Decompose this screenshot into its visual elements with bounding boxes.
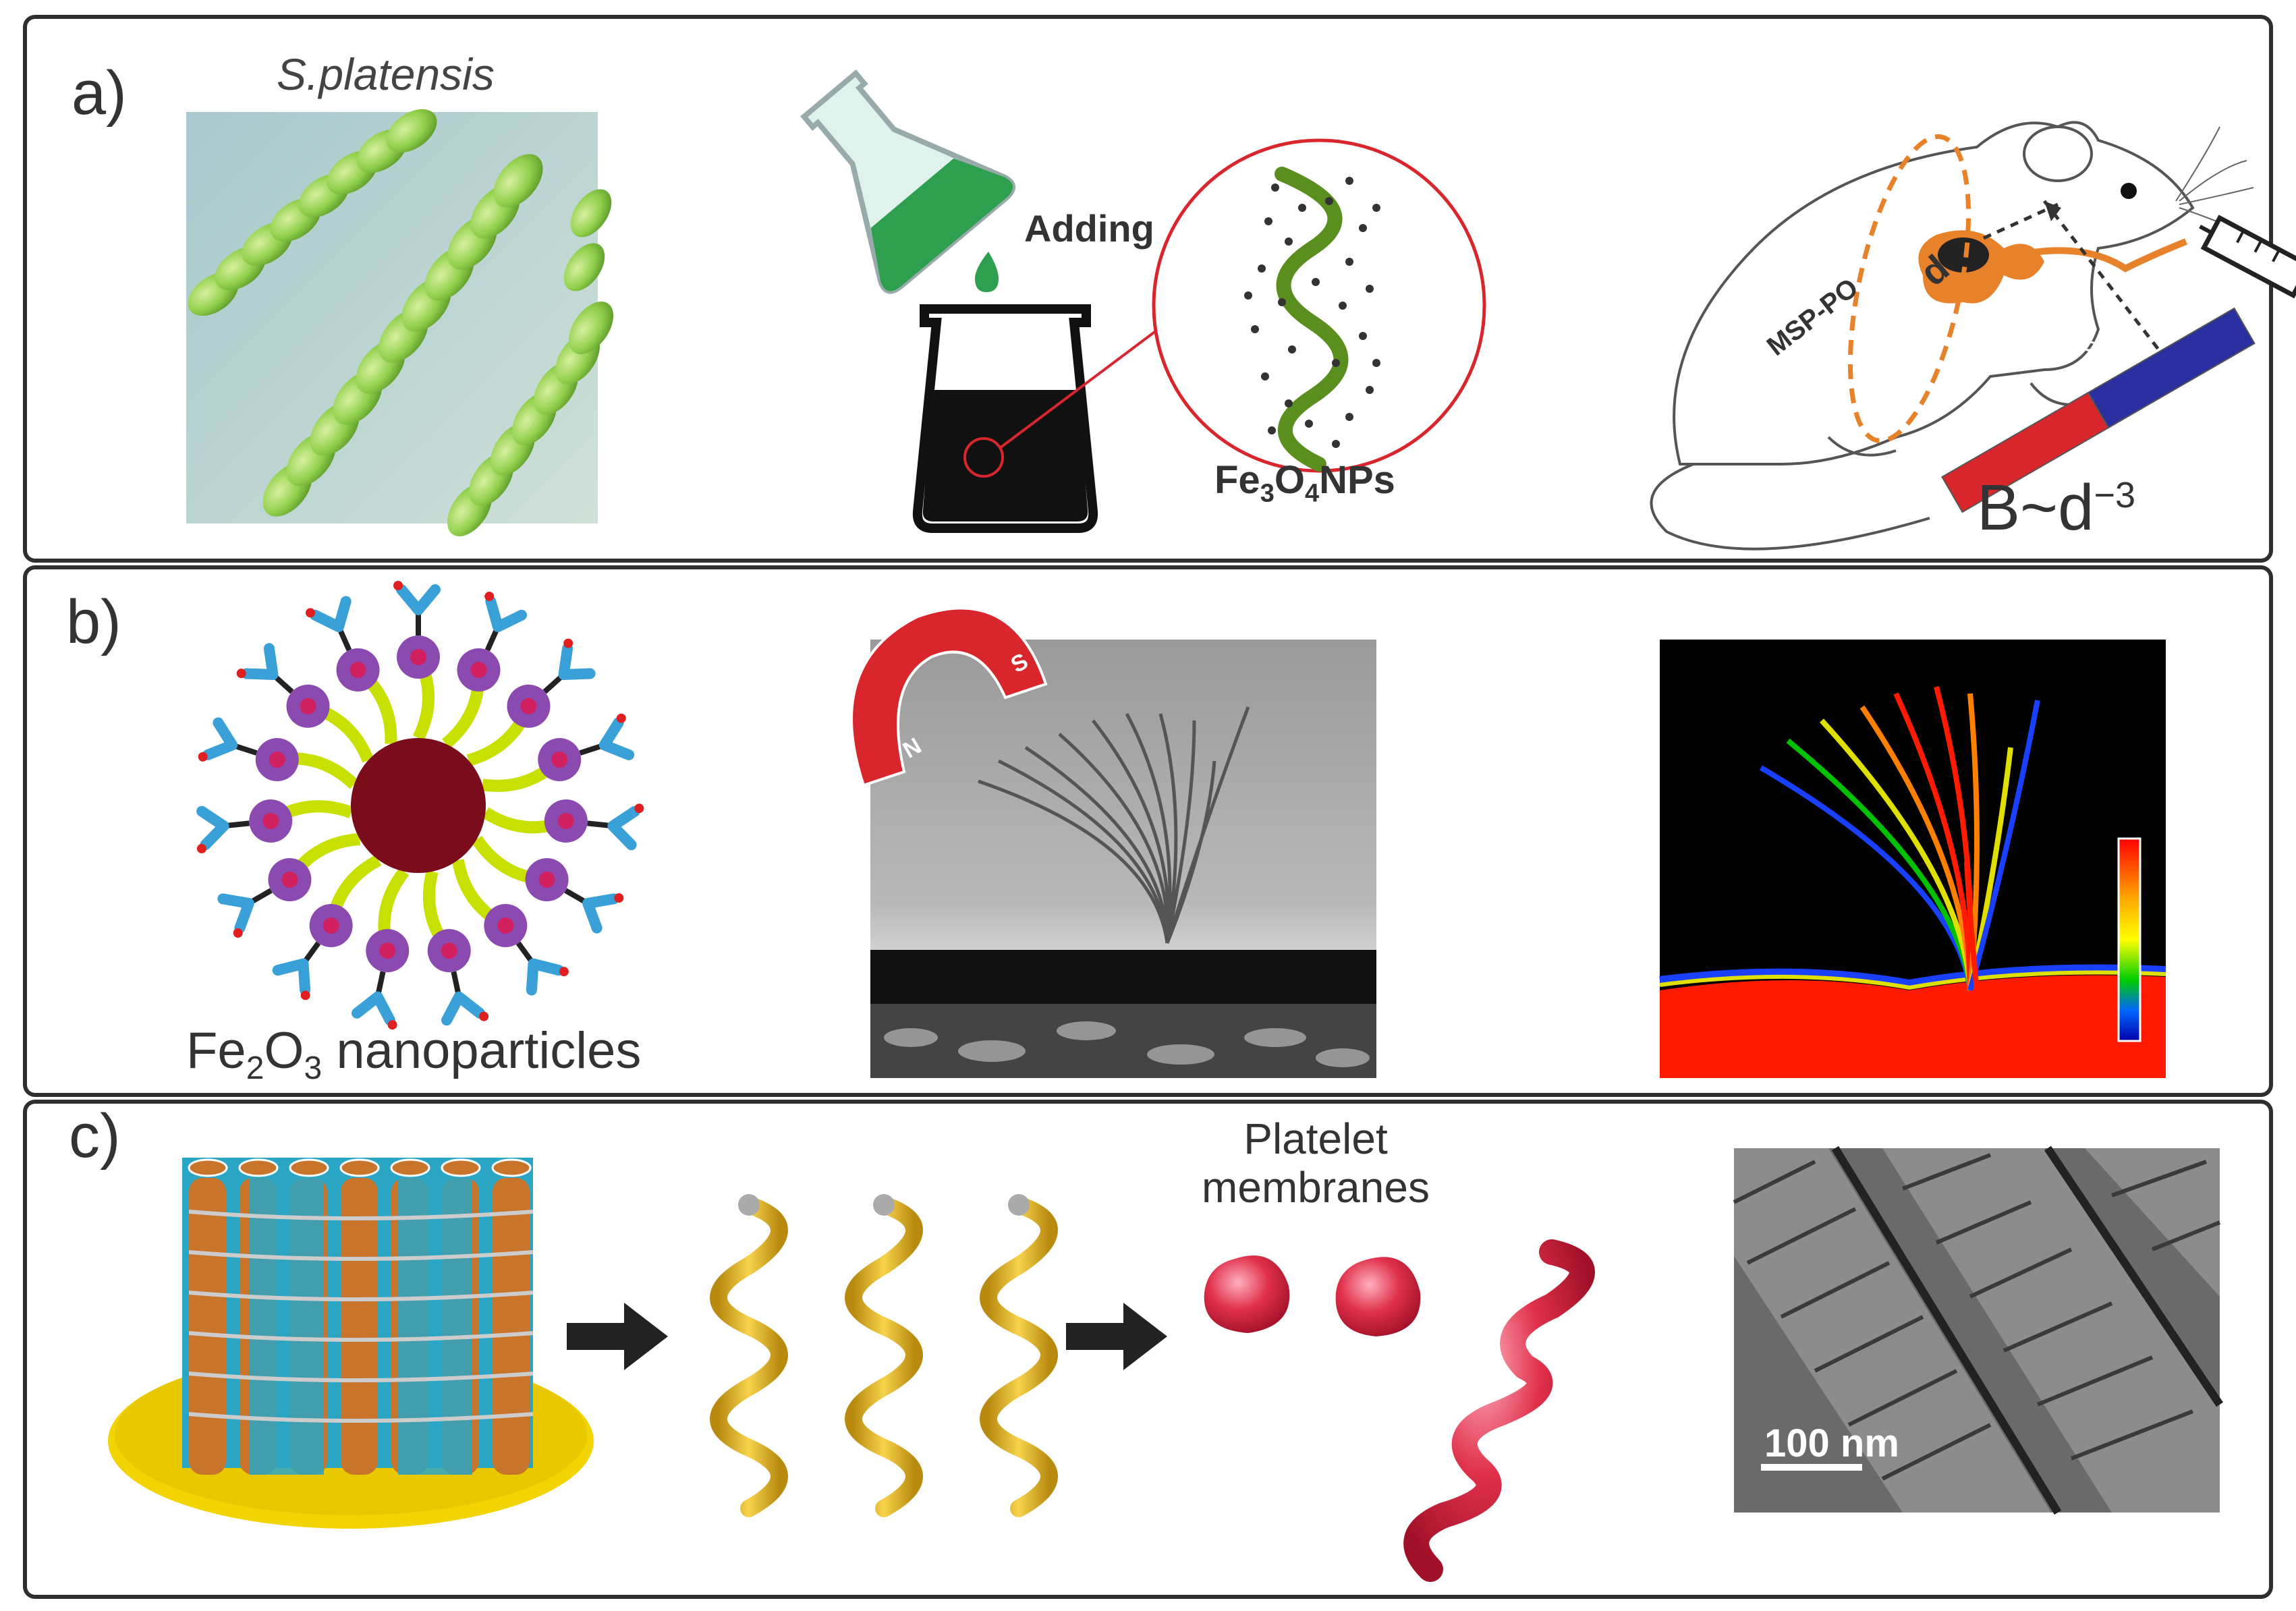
pouring-flask-icon — [800, 69, 1016, 294]
platelet-coated-helix — [1204, 1239, 1595, 1582]
panel-c-label: c) — [69, 1102, 121, 1170]
scale-bar-label: 100 nm — [1764, 1421, 1899, 1465]
horseshoe-magnet-icon — [850, 606, 1048, 787]
panel-a-label: a) — [72, 59, 127, 128]
panel-b-label: b) — [66, 588, 121, 656]
fluorescence-heatmap — [1659, 640, 2166, 1078]
platelet-1 — [1204, 1255, 1290, 1333]
mouse-illustration — [1650, 121, 2296, 550]
sem-micrograph — [1733, 1146, 2223, 1515]
spirulina-micrograph — [186, 109, 614, 537]
helix-magnifier — [1152, 138, 1486, 473]
grayscale-micrograph — [870, 640, 1376, 1078]
field-formula: B~d−3 — [1977, 472, 2136, 544]
arrow-right-icon — [1066, 1303, 1167, 1370]
adding-label: Adding — [1024, 207, 1154, 250]
gold-helices — [710, 1194, 1058, 1517]
nanoparticle-schematic — [196, 581, 644, 1030]
organism-title: S.platensis — [277, 49, 495, 99]
pillar-array — [108, 1158, 594, 1529]
arrow-right-icon — [567, 1303, 668, 1370]
nanoparticle-caption: Fe2O3 nanoparticles — [186, 1022, 642, 1087]
panel-a: a) S.platensis — [23, 15, 2296, 563]
panel-b: b) — [23, 565, 2273, 1097]
panel-c: c) — [23, 1100, 2273, 1599]
platelet-2 — [1335, 1257, 1421, 1336]
platelet-label: Platelet membranes — [1202, 1114, 1430, 1212]
nanoparticle-label: Fe3O4NPs — [1214, 458, 1395, 508]
beaker-icon — [912, 304, 1169, 533]
